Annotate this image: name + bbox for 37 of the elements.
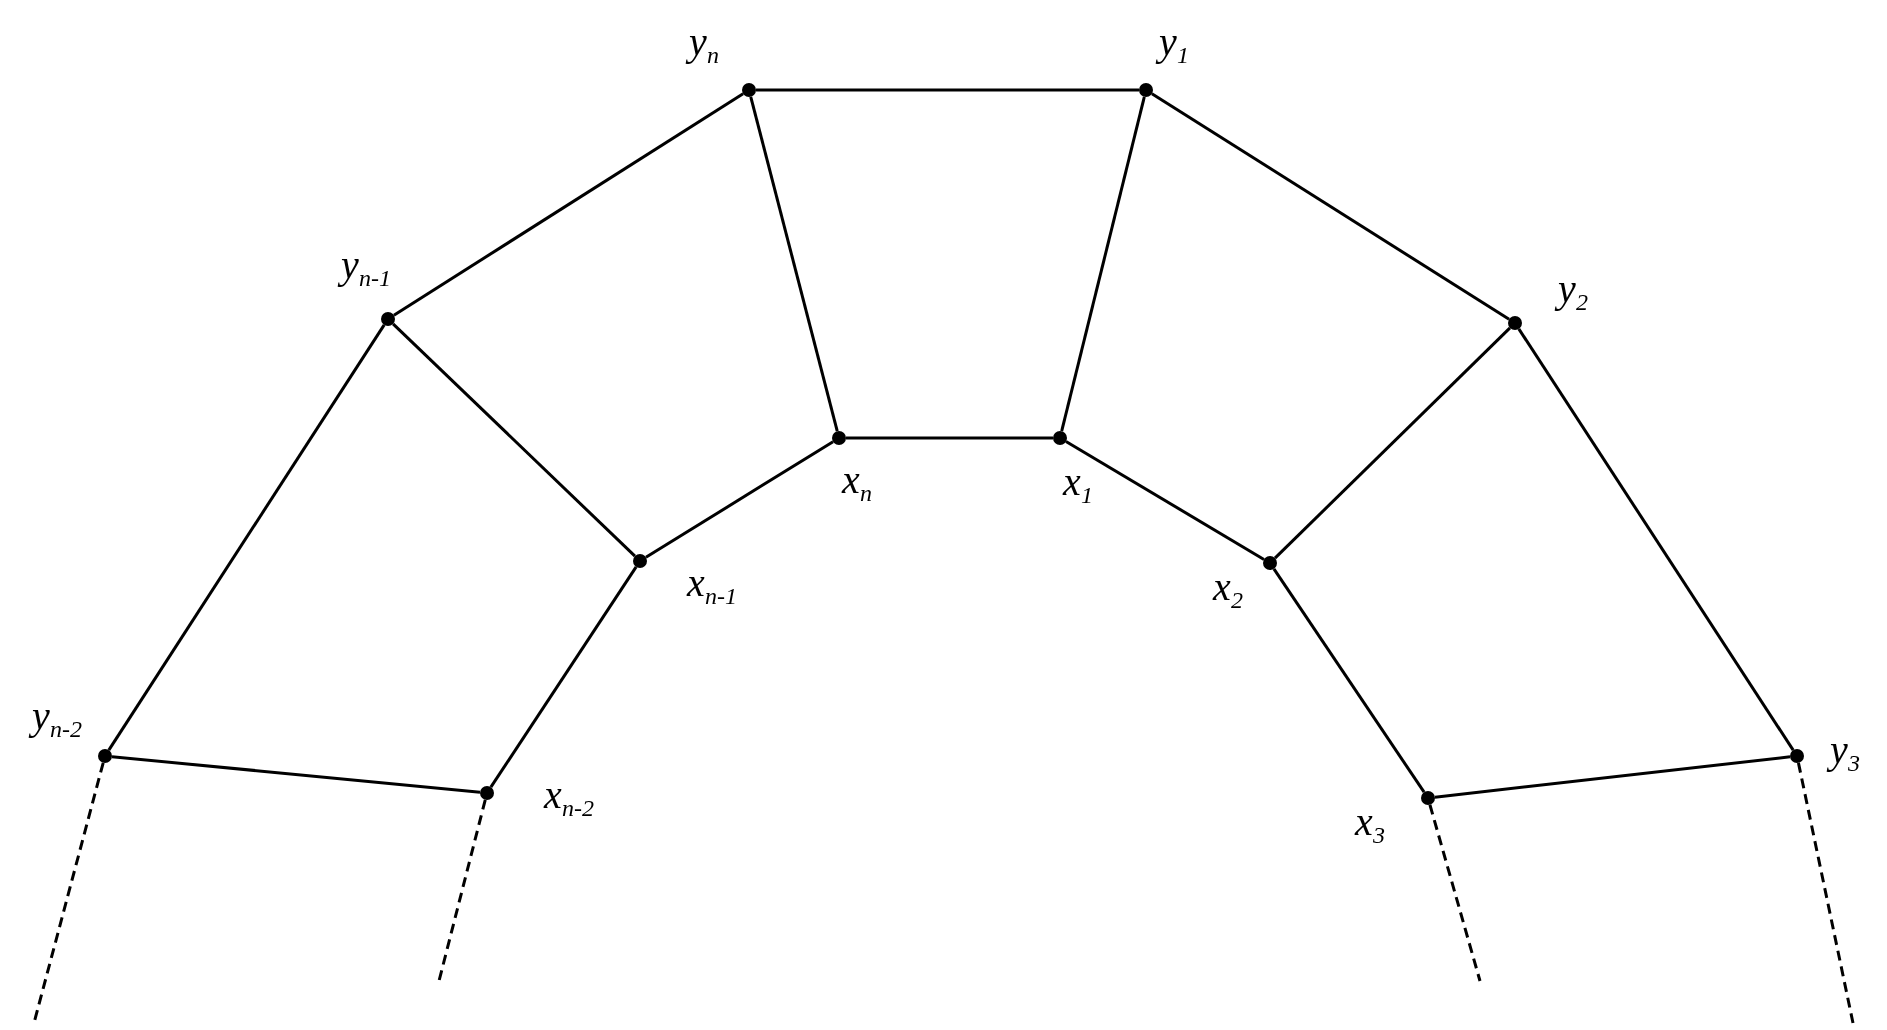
vertex-dot: [1421, 791, 1435, 805]
vertex-dot: [1790, 749, 1804, 763]
graph-edge: [107, 324, 386, 751]
graph-edge: [1272, 567, 1426, 794]
vertex-dot: [1263, 556, 1277, 570]
graph-edge: [1065, 440, 1265, 561]
graph-edge: [111, 755, 481, 794]
vertex-label: x$_{1}$: [1063, 461, 1093, 510]
dashed-edge: [1796, 762, 1855, 1024]
graph-edge: [1151, 92, 1510, 321]
vertex-label: x$_{2}$: [1213, 566, 1243, 615]
vertex-dot: [1508, 316, 1522, 330]
vertex-dot: [633, 554, 647, 568]
vertex-label: x$_{3}$: [1355, 801, 1385, 850]
graph-edge: [756, 88, 1139, 92]
graph-edge: [749, 96, 839, 432]
graph-edge: [1060, 96, 1146, 432]
vertex-dot: [832, 431, 846, 445]
graph-edge: [489, 566, 638, 788]
vertex-label: x$_{n}$: [842, 459, 872, 508]
graph-edge: [1273, 326, 1512, 560]
graph-edge: [645, 440, 834, 559]
graph-edge: [393, 92, 744, 317]
graph-edge: [1434, 755, 1791, 799]
vertex-dot: [1053, 431, 1067, 445]
vertex-label: x$_{n-1}$: [687, 562, 737, 611]
graph-edge: [392, 322, 636, 558]
vertex-dot: [98, 749, 112, 763]
vertex-dot: [480, 786, 494, 800]
dashed-edge: [1428, 804, 1482, 982]
vertex-label: x$_{n-2}$: [544, 774, 594, 823]
vertex-dot: [742, 83, 756, 97]
vertex-dot: [381, 312, 395, 326]
vertex-dot: [1139, 83, 1153, 97]
dashed-edge: [437, 799, 487, 982]
graph-edge: [846, 436, 1053, 440]
graph-edge: [1517, 328, 1795, 751]
